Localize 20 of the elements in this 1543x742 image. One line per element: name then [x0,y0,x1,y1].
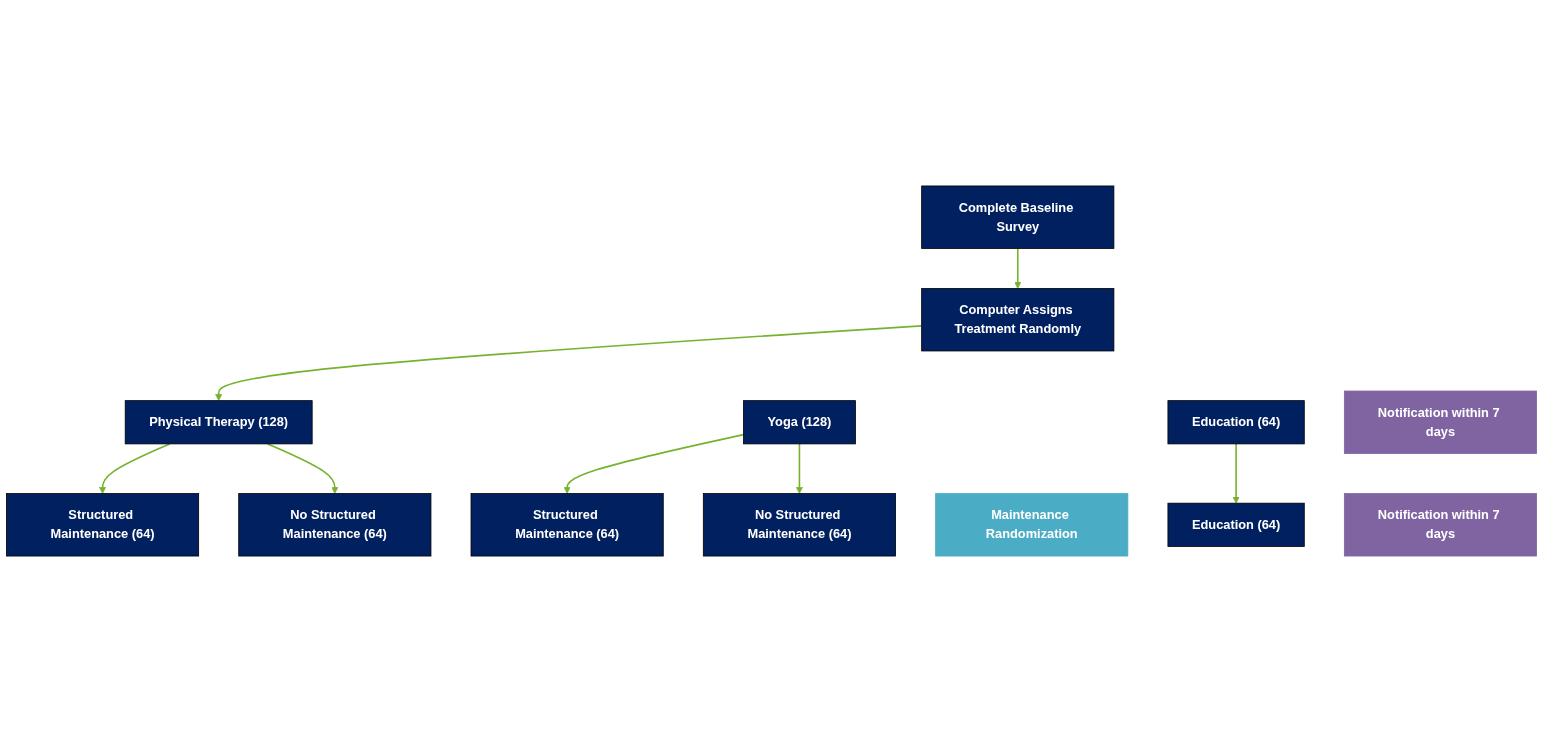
node-box: No Structured Maintenance (64) [238,493,432,557]
node-box: Notification within 7 days [1343,493,1537,557]
node-box: Yoga (128) [743,400,856,445]
node-box: Complete Baseline Survey [921,185,1115,249]
node-box: Education (64) [1167,502,1305,547]
node-box: Physical Therapy (128) [124,400,313,445]
node-box: No Structured Maintenance (64) [702,493,896,557]
node-box: Structured Maintenance (64) [6,493,200,557]
node-box: Structured Maintenance (64) [470,493,664,557]
node-box: Computer Assigns Treatment Randomly [921,288,1115,352]
node-box: Notification within 7 days [1343,390,1537,454]
arrow [795,443,803,494]
arrow [266,443,339,494]
arrow [1232,443,1240,504]
node-box: Maintenance Randomization [935,493,1129,557]
arrow [99,443,171,494]
arrow [563,433,745,494]
node-box: Education (64) [1167,400,1305,445]
arrow [215,325,923,401]
arrow [1014,247,1022,289]
